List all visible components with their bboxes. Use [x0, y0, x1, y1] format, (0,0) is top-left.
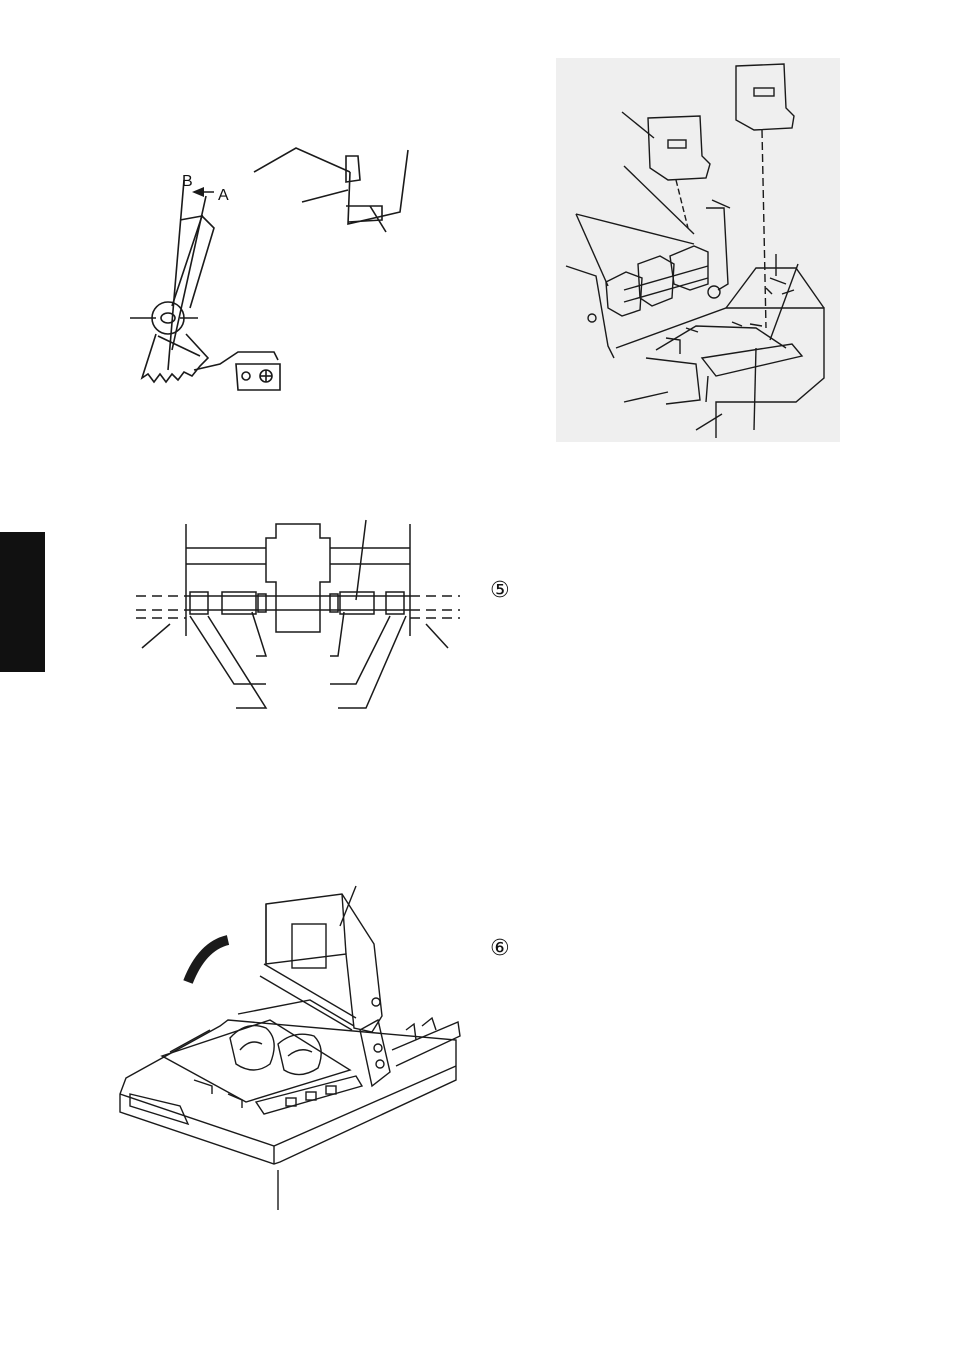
printer-cover-open-diagram — [110, 880, 470, 1210]
label-a: A — [218, 187, 229, 204]
label-b: B — [182, 173, 193, 190]
step-6-marker: ⑥ — [490, 938, 510, 960]
step-5-marker: ⑤ — [490, 580, 510, 602]
cassette-mechanism-diagram — [556, 58, 840, 442]
linkage-lever-diagram: B A — [120, 120, 420, 410]
side-index-tab — [0, 532, 45, 672]
roller-shaft-diagram — [130, 512, 470, 718]
